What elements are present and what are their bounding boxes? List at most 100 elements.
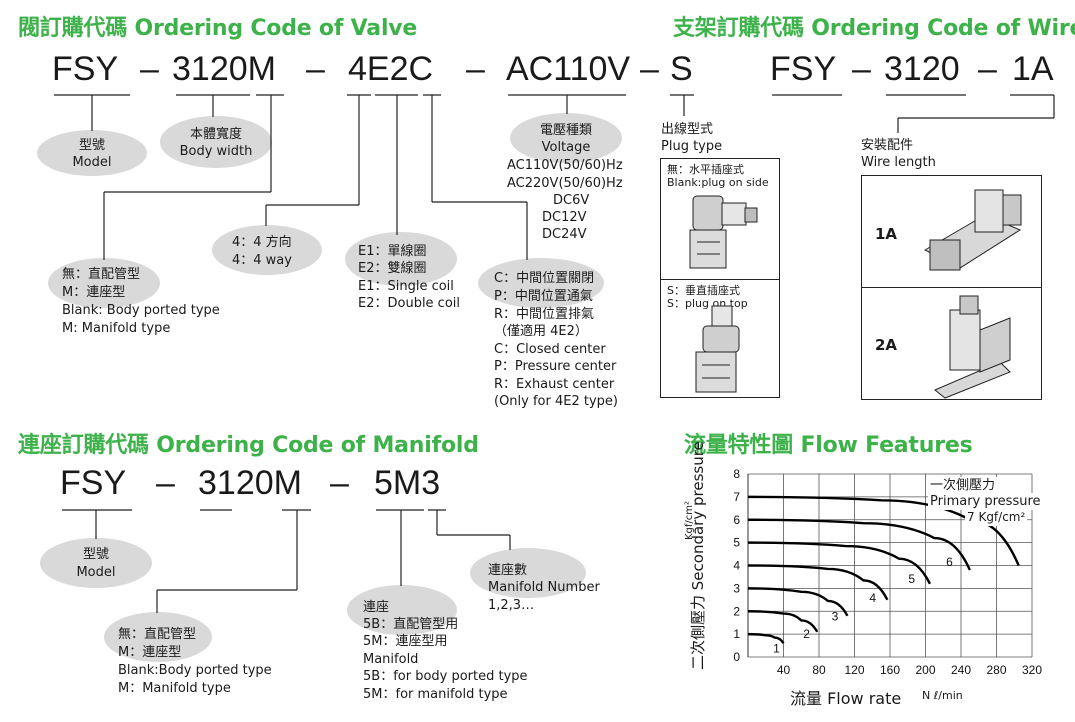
wire-code-dash1: – <box>852 50 871 88</box>
y-tick-label: 5 <box>733 536 740 550</box>
wire-length-cn: 安裝配件 <box>861 138 914 153</box>
y-tick-label: 1 <box>733 627 740 641</box>
wire-code-width: 3120 <box>884 50 960 88</box>
curve-label-2: 2 <box>803 627 810 641</box>
chart-ylabel: 二次側壓力 Secondary pressure <box>689 441 707 670</box>
center-8: (Only for 4E2 type) <box>494 394 618 409</box>
x-tick-label: 200 <box>915 663 935 677</box>
y-tick-label: 8 <box>733 467 740 481</box>
voltage-en: Voltage <box>541 140 591 155</box>
manifold-number-cn: 連座數 <box>488 563 528 578</box>
coil-en-1: E1：Single coil <box>358 279 454 294</box>
manifold-type-4: Manifold <box>363 652 419 667</box>
coil-bubble <box>345 232 457 286</box>
port-cn-2: M：連座型 <box>62 285 126 300</box>
body-width-bubble <box>160 116 272 168</box>
manifold-type-6: 5M：for manifold type <box>363 687 508 702</box>
manifold-model-bubble <box>40 538 152 588</box>
coil-cn-1: E1：單線圈 <box>358 244 427 259</box>
plug-type-box <box>660 158 780 398</box>
voltage-cn: 電壓種類 <box>539 123 592 138</box>
manifold-number-bubble <box>470 548 586 598</box>
model-en: Model <box>72 155 112 170</box>
manifold-type-5: 5B：for body ported type <box>363 669 528 684</box>
manifold-port-4: M：Manifold type <box>118 681 231 696</box>
valve-code-width: 3120M <box>172 50 276 88</box>
manifold-number-values: 1,2,3… <box>488 598 535 613</box>
chart-legend-en: Primary pressure <box>928 493 1043 510</box>
flow-curve-1 <box>747 632 785 644</box>
y-tick-label: 0 <box>733 650 740 664</box>
flow-curve-5 <box>747 541 932 585</box>
chart-legend-cn: 一次側壓力 <box>928 477 998 494</box>
body-width-en: Body width <box>179 144 253 159</box>
manifold-code-count: 5M3 <box>374 464 441 502</box>
voltage-2: AC220V(50/60)Hz <box>507 176 623 191</box>
way-bubble <box>212 225 322 275</box>
plug-box-divider <box>661 279 779 281</box>
center-7: R：Exhaust center <box>494 377 615 392</box>
manifold-title: 連座訂購代碼 Ordering Code of Manifold <box>18 433 479 458</box>
model-cn: 型號 <box>78 138 105 153</box>
coil-cn-2: E2：雙線圈 <box>358 261 427 276</box>
manifold-port-bubble <box>104 612 212 662</box>
plug-type-en: Plug type <box>661 139 723 154</box>
voltage-5: DC24V <box>542 227 587 242</box>
manifold-code-model: FSY <box>60 464 127 502</box>
plug-side-en: Blank:plug on side <box>667 176 769 189</box>
curve-label-4: 4 <box>869 591 876 605</box>
port-en-1: Blank: Body ported type <box>62 303 220 318</box>
way-cn: 4：4 方向 <box>232 235 292 250</box>
manifold-port-1: 無：直配管型 <box>118 627 197 642</box>
x-tick-label: 320 <box>1022 663 1042 677</box>
curve-label-6: 6 <box>946 555 953 569</box>
y-tick-label: 4 <box>733 559 740 573</box>
x-tick-label: 40 <box>777 663 791 677</box>
center-6: P：Pressure center <box>494 359 617 374</box>
valve-code-plug: S <box>670 50 693 88</box>
valve-code-dash1: – <box>140 50 159 88</box>
flow-curve-4 <box>747 564 889 601</box>
wire-length-en: Wire length <box>861 155 936 170</box>
valve-code-voltage: AC110V <box>506 50 631 88</box>
curve-label-5: 5 <box>908 572 915 586</box>
center-bubble <box>478 258 604 308</box>
voltage-3: DC6V <box>553 193 590 208</box>
wire-title: 支架訂購代碼 Ordering Code of Wire <box>673 16 1075 41</box>
way-en: 4：4 way <box>232 253 292 268</box>
wire-code-dash2: – <box>978 50 997 88</box>
manifold-port-3: Blank:Body ported type <box>118 663 272 678</box>
manifold-type-bubble <box>347 585 457 635</box>
chart-xlabel: 流量 Flow rate <box>790 689 902 708</box>
manifold-code-dash1: – <box>156 464 175 502</box>
flow-curve-3 <box>747 587 849 617</box>
x-tick-label: 80 <box>812 663 826 677</box>
wire-box-divider <box>862 287 1041 289</box>
center-5: C：Closed center <box>494 342 606 357</box>
curve-label-3: 3 <box>832 609 839 623</box>
wire-option-box <box>861 175 1042 400</box>
y-tick-label: 6 <box>733 513 740 527</box>
voltage-bubble <box>510 113 622 163</box>
manifold-code-dash2: – <box>330 464 349 502</box>
x-tick-label: 160 <box>880 663 900 677</box>
coil-en-2: E2：Double coil <box>358 296 461 311</box>
port-en-2: M: Manifold type <box>62 321 171 336</box>
voltage-1: AC110V(50/60)Hz <box>507 158 623 173</box>
center-1: C：中間位置關閉 <box>494 271 595 286</box>
valve-code-dash2: – <box>306 50 325 88</box>
chart-yunit: Kgf/cm² <box>684 500 695 540</box>
y-tick-label: 2 <box>733 604 740 618</box>
valve-code-dash3: – <box>466 50 485 88</box>
manifold-type-2: 5B：直配管型用 <box>363 617 459 632</box>
y-tick-label: 3 <box>733 581 740 595</box>
manifold-model-en: Model <box>76 565 116 580</box>
plug-type-cn: 出線型式 <box>661 122 714 137</box>
flow-title: 流量特性圖 Flow Features <box>684 433 973 458</box>
manifold-type-1: 連座 <box>363 600 390 615</box>
wire-option-2a: 2A <box>875 336 898 354</box>
wire-code-option: 1A <box>1012 50 1054 88</box>
manifold-code-width: 3120M <box>198 464 302 502</box>
plug-side-cn: 無：水平插座式 <box>667 163 744 176</box>
body-width-cn: 本體寬度 <box>189 127 242 142</box>
